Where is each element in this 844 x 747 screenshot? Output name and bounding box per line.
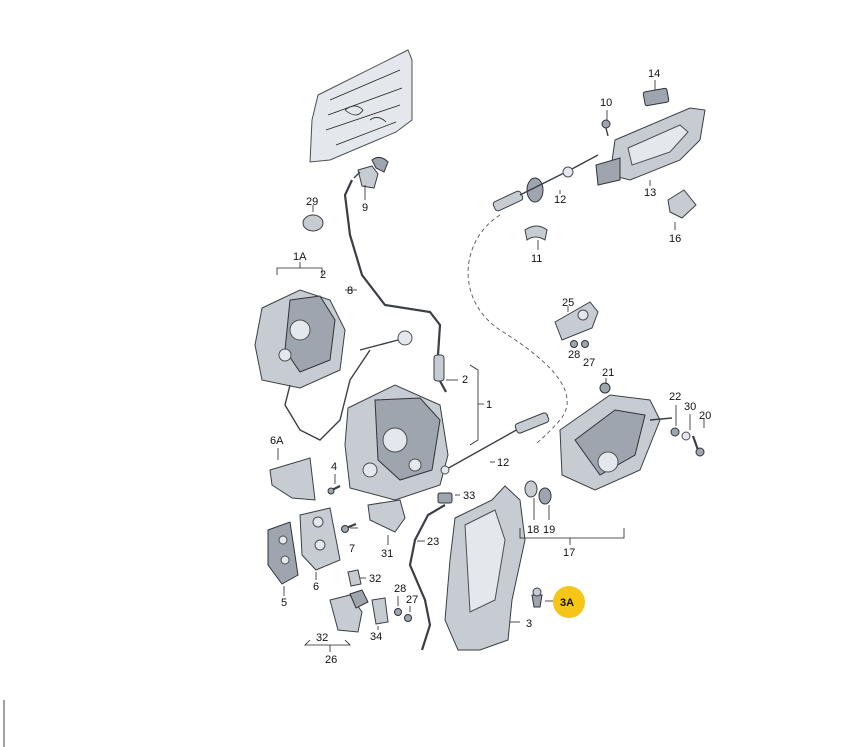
nut-28b [394, 608, 402, 616]
label-12a: 12 [554, 194, 566, 206]
label-3A: 3A [560, 597, 574, 609]
leader-lines [276, 80, 705, 652]
label-3: 3 [526, 618, 532, 630]
label-28b: 28 [394, 583, 406, 595]
label-21: 21 [602, 367, 614, 379]
clip-32a [347, 569, 362, 587]
seal-5 [267, 521, 299, 585]
label-20: 20 [699, 410, 711, 422]
nut-28a [570, 340, 578, 348]
cable-12-lower [440, 412, 550, 475]
label-22: 22 [669, 391, 681, 403]
washer-22 [670, 427, 680, 437]
label-13: 13 [644, 187, 656, 199]
label-1: 1 [486, 399, 492, 411]
label-6A: 6A [270, 435, 284, 447]
screw-4 [327, 485, 341, 495]
label-2a: 2 [320, 269, 326, 281]
label-27b: 27 [406, 594, 418, 606]
lock-unit-1 [344, 384, 449, 501]
plug-33 [437, 492, 453, 504]
label-17: 17 [563, 547, 575, 559]
cover-3 [444, 485, 526, 651]
inner-handle-13 [595, 107, 706, 186]
label-11: 11 [531, 253, 542, 265]
label-27a: 27 [583, 357, 595, 369]
label-26: 26 [325, 654, 337, 666]
highlight-3A [553, 586, 585, 618]
label-7: 7 [349, 543, 355, 555]
label-2b: 2 [462, 374, 468, 386]
rod-end-2 [433, 354, 447, 393]
label-18: 18 [527, 524, 539, 536]
label-10: 10 [600, 97, 612, 109]
rod-23 [408, 504, 446, 651]
bushing-19 [538, 487, 552, 505]
grommet-29 [302, 214, 324, 232]
label-32a: 32 [369, 573, 381, 585]
washer-27a [581, 340, 589, 348]
bolt-20 [691, 435, 705, 457]
cable-12-upper [492, 154, 599, 212]
rod-8 [343, 179, 442, 356]
washer-30 [681, 431, 691, 441]
label-29: 29 [306, 196, 318, 208]
label-4: 4 [331, 461, 337, 473]
central-locking-motor-17 [559, 394, 673, 491]
label-32b: 32 [316, 632, 328, 644]
bracket-9 [357, 156, 389, 189]
label-8: 8 [347, 285, 353, 297]
bracket-25 [554, 301, 599, 341]
label-1A: 1A [293, 251, 307, 263]
label-5: 5 [281, 597, 287, 609]
clip-11 [524, 225, 548, 241]
switch-14 [642, 87, 670, 107]
clip-3A [531, 587, 543, 608]
label-28a: 28 [568, 349, 580, 361]
callout-labels: 1A 2 29 9 8 2 1 12 12 14 10 13 16 11 25 … [270, 68, 711, 666]
label-6: 6 [313, 581, 319, 593]
cover-6A [269, 457, 316, 501]
label-31: 31 [381, 548, 393, 560]
label-25: 25 [562, 297, 574, 309]
switch-16 [667, 189, 697, 219]
screw-7 [341, 522, 357, 533]
label-16: 16 [669, 233, 681, 245]
bolt-21 [599, 382, 611, 394]
cover-31 [367, 499, 406, 533]
label-34: 34 [370, 631, 382, 643]
door-inner-panel [309, 49, 413, 163]
lock-unit-1A [254, 289, 413, 441]
bushing-18 [524, 480, 538, 498]
label-12b: 12 [497, 457, 509, 469]
label-9: 9 [362, 202, 368, 214]
screw-10 [601, 119, 611, 137]
striker-plate-6 [299, 507, 341, 571]
label-30: 30 [684, 401, 696, 413]
holder-26 [329, 589, 389, 633]
label-23: 23 [427, 536, 439, 548]
dashed-cable-route [467, 214, 568, 446]
label-19: 19 [543, 524, 555, 536]
washer-27b [404, 614, 412, 622]
label-14: 14 [648, 68, 660, 80]
label-33: 33 [463, 490, 475, 502]
